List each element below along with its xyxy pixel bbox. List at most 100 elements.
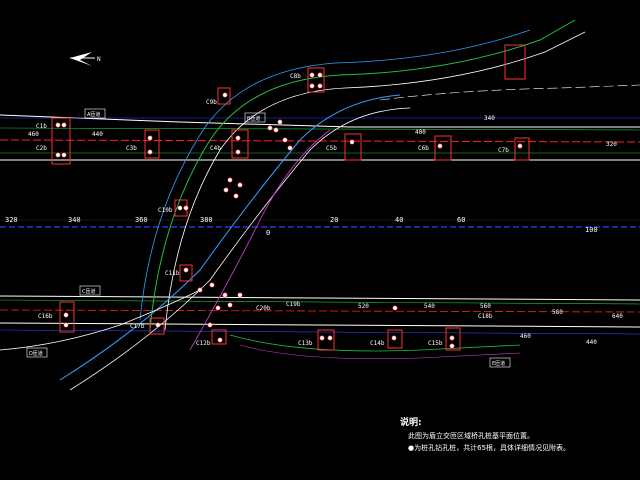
pier-cap [387,329,403,349]
pier-cap [51,117,71,165]
station-label: 460 [28,131,39,138]
station-label: C8b [290,73,301,80]
pile-dot [227,177,233,183]
main-line [0,219,640,228]
road-tags: A匝道 B匝道 C匝道 D匝道 E匝道 [26,108,511,368]
pile-dot [215,305,221,311]
pier-cap [231,129,249,159]
station-label: 100 [585,226,598,234]
notes-line-1: 此图为盾立交匝区域桥孔桩基平面位置。 [408,431,534,440]
pier-cap [445,327,461,351]
station-label: 460 [520,333,531,340]
station-label: C19b [286,301,301,308]
pile-markers [55,72,523,349]
pile-dot [327,335,333,341]
pile-dot [222,92,228,98]
pile-dot [61,122,67,128]
pile-dot [277,119,283,125]
notes-line-2: ●为桩孔钻孔桩，共计65根，具体详细情况见附表。 [408,443,570,452]
station-label: C14b [370,340,385,347]
pile-dot [392,305,398,311]
pile-dot [235,149,241,155]
station-label: 20 [330,216,338,224]
pile-dot [209,282,215,288]
station-label: C1b [36,123,47,130]
pile-dot [319,335,325,341]
pile-dot [273,127,279,133]
road-tag-c: C匝道 [82,288,96,295]
station-label: C5b [326,145,337,152]
pile-dot [309,72,315,78]
pile-dot [155,322,161,328]
station-label: 640 [612,313,623,320]
station-label: 440 [92,131,103,138]
lower-roadway [0,295,640,360]
pier-cap [317,329,335,351]
station-label: 440 [586,339,597,346]
road-tag-e: E匝道 [492,360,505,367]
station-label: 560 [480,303,491,310]
station-label: C20b [256,305,271,312]
station-label: C16b [38,313,53,320]
station-label: 60 [457,216,465,224]
station-label: C13b [298,340,313,347]
pile-dot [349,139,355,145]
pile-dot [61,152,67,158]
pile-dot [223,187,229,193]
pile-dot [449,335,455,341]
pile-dot [449,343,455,349]
pile-dot [517,143,523,149]
pile-dot [235,135,241,141]
station-label: C2b [36,145,47,152]
station-label: 540 [424,303,435,310]
pier-cap [211,329,227,345]
station-label: 320 [606,141,617,148]
pile-dot [217,337,223,343]
pile-dot [282,137,288,143]
pile-dot [63,312,69,318]
pile-dot [287,145,293,151]
road-tag-d: D匝道 [29,350,43,357]
north-arrow-icon: N [70,52,101,66]
pier-cap [307,67,325,93]
pile-dot [317,83,323,89]
station-label: C12b [196,340,211,347]
pile-dot [227,302,233,308]
pile-dot [222,292,228,298]
pile-dot [237,182,243,188]
station-label: 580 [552,309,563,316]
pile-dot [207,322,213,328]
pier-cap [59,301,75,333]
station-label: C18b [478,313,493,320]
pile-dot [233,193,239,199]
station-label: C10b [158,207,173,214]
station-label: C3b [126,145,137,152]
pier-cap [144,129,160,159]
station-label: 400 [415,129,426,136]
station-label: C7b [498,147,509,154]
station-label: 360 [135,216,148,224]
station-label: 520 [358,303,369,310]
pile-dot [309,83,315,89]
pier-cap [434,135,452,161]
station-label: C9b [206,99,217,106]
station-label: 0 [266,229,270,237]
pier-cap [179,264,193,282]
pile-dot [237,292,243,298]
pile-dot [183,205,189,211]
ramp-curves [0,19,640,391]
station-label: 340 [484,115,495,122]
station-label: C17b [130,323,145,330]
pier-cap [514,137,530,161]
drawing-notes: 说明: 此图为盾立交匝区域桥孔桩基平面位置。 ●为桩孔钻孔桩，共计65根，具体详… [400,416,570,452]
pier-cap [504,44,526,80]
pier-cap [217,87,231,105]
road-tag-b: B匝道 [247,115,260,122]
pier-cap [149,317,165,335]
pile-dot [437,143,443,149]
station-label: C15b [428,340,443,347]
